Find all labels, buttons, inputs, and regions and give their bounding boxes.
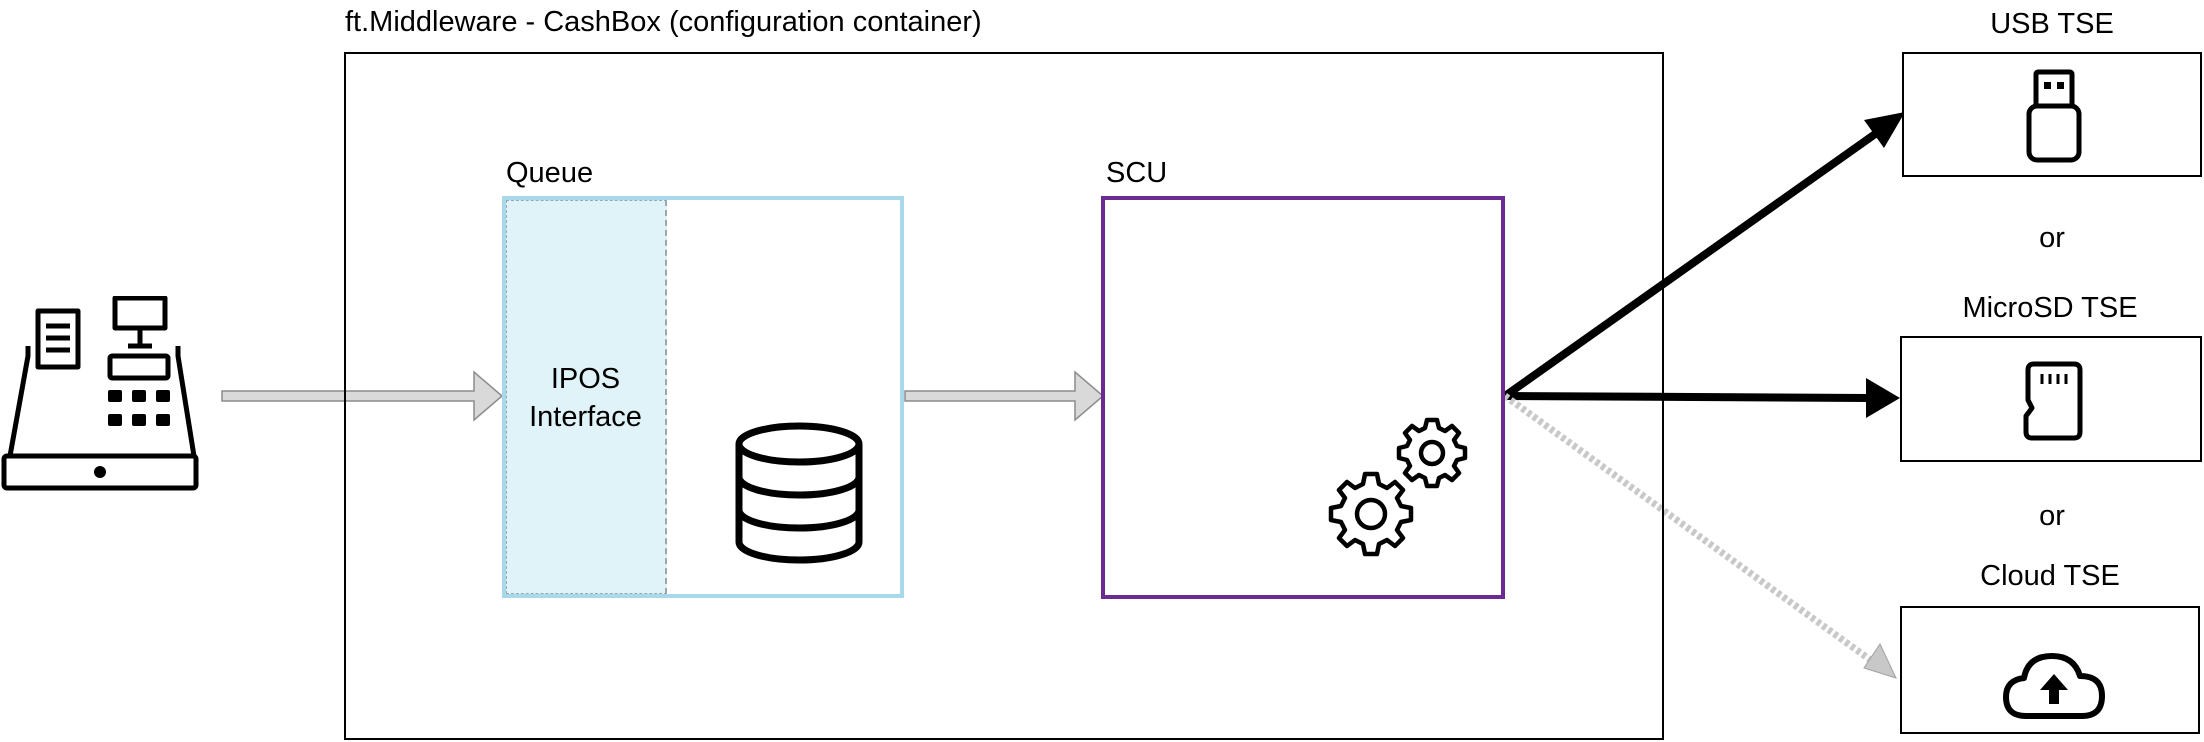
scu-label: SCU <box>1106 157 1168 189</box>
ipos-interface-panel: IPOS Interface <box>506 200 667 594</box>
cash-register-icon <box>1 295 199 491</box>
pos-to-queue-arrow <box>221 370 504 422</box>
usb-stick-icon <box>2026 69 2082 163</box>
cashbox-container <box>344 52 1664 740</box>
scu-box <box>1101 196 1505 599</box>
queue-box: IPOS Interface <box>502 196 904 598</box>
usb-tse-label: USB TSE <box>1990 8 2114 40</box>
scu-to-usb-tse-connector <box>1502 112 1905 400</box>
cloud-tse-label: Cloud TSE <box>1980 560 2120 592</box>
queue-to-scu-arrow <box>904 370 1105 422</box>
tse-separator-1: or <box>2039 222 2065 254</box>
scu-to-microsd-tse-connector <box>1504 378 1900 418</box>
ipos-interface-label-line1: IPOS <box>550 363 621 395</box>
cloud-tse-box <box>1900 606 2200 734</box>
ipos-interface-label-line2: Interface <box>529 401 642 433</box>
microsd-card-icon <box>2023 361 2083 441</box>
pos-terminal <box>0 295 200 496</box>
scu-to-cloud-tse-connector <box>1502 393 1897 679</box>
database-icon <box>735 422 863 564</box>
cashbox-title: ft.Middleware - CashBox (configuration c… <box>345 6 982 38</box>
gears-icon <box>1328 417 1468 557</box>
queue-label: Queue <box>506 157 594 189</box>
microsd-tse-box <box>1900 336 2202 462</box>
tse-separator-2: or <box>2039 500 2065 532</box>
cloud-upload-icon <box>2003 653 2105 719</box>
microsd-tse-label: MicroSD TSE <box>1962 292 2138 324</box>
usb-tse-box <box>1902 52 2202 177</box>
